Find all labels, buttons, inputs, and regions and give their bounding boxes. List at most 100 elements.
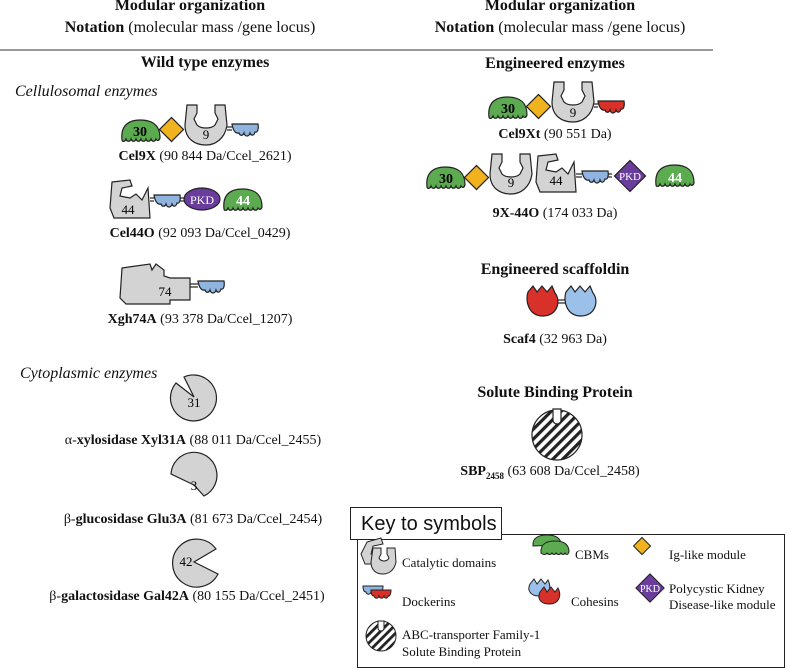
- cel44o-name: Cel44O: [109, 226, 155, 241]
- scaf4-cohesin-blue: [564, 284, 597, 317]
- key-cbms-icon: [532, 534, 570, 555]
- key-title: Key to symbols: [350, 507, 502, 540]
- x9-44o-gh44-label: 44: [550, 173, 564, 188]
- right-header-notation-label: Notation: [434, 19, 495, 36]
- left-header-notation: Notation (molecular mass /gene locus): [40, 20, 340, 36]
- scaf4-info: (32 963 Da): [535, 332, 607, 347]
- key-abc-label-1: ABC-transporter Family-1: [402, 627, 541, 642]
- cel9xt-label: Cel9Xt (90 551 Da): [430, 128, 680, 142]
- key-catalytic-icon: [360, 537, 397, 575]
- right-header-title: Modular organization: [484, 0, 636, 14]
- cel9xt-cbm30-label: 30: [501, 102, 515, 117]
- sbp2458-cleft: [552, 408, 562, 425]
- left-header-notation-label: Notation: [64, 19, 125, 36]
- x9-44o-pkd: [613, 159, 647, 193]
- glu3a-gh3: [170, 451, 218, 497]
- x9-44o-info: (174 033 Da): [539, 206, 618, 221]
- xgh74a-info: (93 378 Da/Ccel_1207): [156, 312, 293, 327]
- key-symbols: PKD: [360, 534, 665, 652]
- left-header-title: Modular organization: [114, 0, 266, 14]
- cel44o-diagram: 44 PKD 44: [109, 179, 263, 219]
- cel9x-ig-like: [158, 116, 185, 143]
- x9-44o-dockerin: [581, 170, 609, 184]
- sbp2458-diagram: [531, 408, 583, 461]
- xyl31a-label: α-xylosidase Xyl31A (88 011 Da/Ccel_2455…: [18, 434, 368, 448]
- x9-44o-gh9-label: 9: [508, 175, 515, 190]
- cel9x-diagram: 30 9: [121, 104, 259, 146]
- right-header-notation: Notation (molecular mass /gene locus): [400, 20, 720, 36]
- gal42a-name: galactosidase Gal42A: [61, 589, 190, 604]
- cel9xt-dockerin: [597, 100, 625, 114]
- cel9xt-ig-like: [525, 93, 552, 120]
- right-header-notation-rest: (molecular mass /gene locus): [494, 19, 686, 36]
- cel44o-dockerin: [153, 194, 181, 208]
- engineered-enzymes-title: Engineered enzymes: [485, 55, 625, 72]
- glu3a-label: β-glucosidase Glu3A (81 673 Da/Ccel_2454…: [18, 513, 368, 527]
- cel44o-cbm44-label: 44: [236, 194, 250, 209]
- key-cohesins-icon: [528, 578, 561, 605]
- cel9x-gh9-label: 9: [203, 127, 210, 142]
- cel9x-info: (90 844 Da/Ccel_2621): [155, 149, 292, 164]
- glu3a-name: glucosidase Glu3A: [75, 512, 187, 527]
- xyl31a-prefix: α-: [64, 433, 77, 448]
- xyl31a-name: xylosidase Xyl31A: [76, 433, 187, 448]
- cel9x-label: Cel9X (90 844 Da/Ccel_2621): [60, 150, 350, 164]
- cel44o-pkd-label: PKD: [190, 193, 214, 207]
- x9-44o-label: 9X-44O (174 033 Da): [430, 207, 680, 221]
- glu3a-info: (81 673 Da/Ccel_2454): [186, 512, 323, 527]
- xgh74a-label: Xgh74A (93 378 Da/Ccel_1207): [50, 313, 350, 327]
- scaf4-cohesin-red: [526, 284, 559, 317]
- cel9xt-diagram: 30 9: [488, 81, 625, 123]
- cel9x-cbm30-label: 30: [133, 125, 147, 140]
- key-pkd-label-2: Disease-like module: [669, 597, 776, 612]
- key-abc-icon: [365, 620, 397, 652]
- sbp2458-subscript: 2458: [485, 470, 504, 481]
- sbp2458-label: SBP2458 (63 608 Da/Ccel_2458): [400, 465, 700, 481]
- sbp2458-name: SBP: [460, 464, 486, 479]
- cellulosomal-title: Cellulosomal enzymes: [15, 83, 158, 100]
- cel9xt-name: Cel9Xt: [498, 127, 541, 142]
- key-box: [357, 534, 785, 668]
- gal42a-prefix: β-: [49, 589, 62, 604]
- scaf4-diagram: [526, 284, 597, 317]
- key-pkd-icon: [635, 573, 665, 603]
- gal42a-label: β-galactosidase Gal42A (80 155 Da/Ccel_2…: [12, 590, 362, 604]
- key-abc-label-2: Solute Binding Protein: [402, 644, 522, 659]
- glu3a-gh3-label: 3: [191, 478, 198, 493]
- xgh74a-name: Xgh74A: [107, 312, 157, 327]
- gal42a-gh42: [172, 538, 219, 588]
- cel44o-pkd: [183, 187, 221, 211]
- wild-type-title: Wild type enzymes: [140, 54, 270, 71]
- cytoplasmic-title: Cytoplasmic enzymes: [20, 365, 158, 382]
- key-cohesins-label: Cohesins: [571, 594, 619, 609]
- sbp2458-info: (63 608 Da/Ccel_2458): [503, 464, 640, 479]
- xgh74a-gh74: [119, 263, 191, 305]
- cel44o-gh44-label: 44: [122, 202, 136, 217]
- key-ig-like-label: Ig-like module: [669, 547, 746, 562]
- key-ig-like-icon: [632, 536, 652, 556]
- gal42a-info: (80 155 Da/Ccel_2451): [189, 589, 325, 604]
- x9-44o-ig-like: [463, 164, 490, 191]
- xgh74a-diagram: 74: [119, 263, 225, 305]
- cel9xt-info: (90 551 Da): [540, 127, 612, 142]
- xgh74a-gh74-label: 74: [159, 284, 173, 299]
- cel44o-label: Cel44O (92 093 Da/Ccel_0429): [50, 227, 350, 241]
- key-dockerins-label: Dockerins: [402, 594, 456, 609]
- scaf4-name: Scaf4: [503, 332, 536, 347]
- left-header-notation-rest: (molecular mass /gene locus): [124, 19, 316, 36]
- glu3a-prefix: β-: [63, 512, 76, 527]
- cel9x-name: Cel9X: [118, 149, 156, 164]
- gal42a-gh42-label: 42: [180, 554, 193, 569]
- xyl31a-gh31-label: 31: [188, 395, 201, 410]
- cel44o-info: (92 093 Da/Ccel_0429): [154, 226, 291, 241]
- sbp-title: Solute Binding Protein: [477, 384, 633, 401]
- engineered-scaffoldin-title: Engineered scaffoldin: [480, 261, 630, 278]
- x9-44o-cbm30-label: 30: [439, 172, 453, 187]
- xgh74a-dockerin: [197, 280, 225, 294]
- x9-44o-pkd-label: PKD: [619, 171, 641, 183]
- key-catalytic-label: Catalytic domains: [402, 555, 497, 570]
- x9-44o-diagram: 30 9 44 PKD 44: [426, 153, 695, 195]
- x9-44o-cbm44-label: 44: [668, 171, 682, 186]
- key-cbms-label: CBMs: [575, 547, 609, 562]
